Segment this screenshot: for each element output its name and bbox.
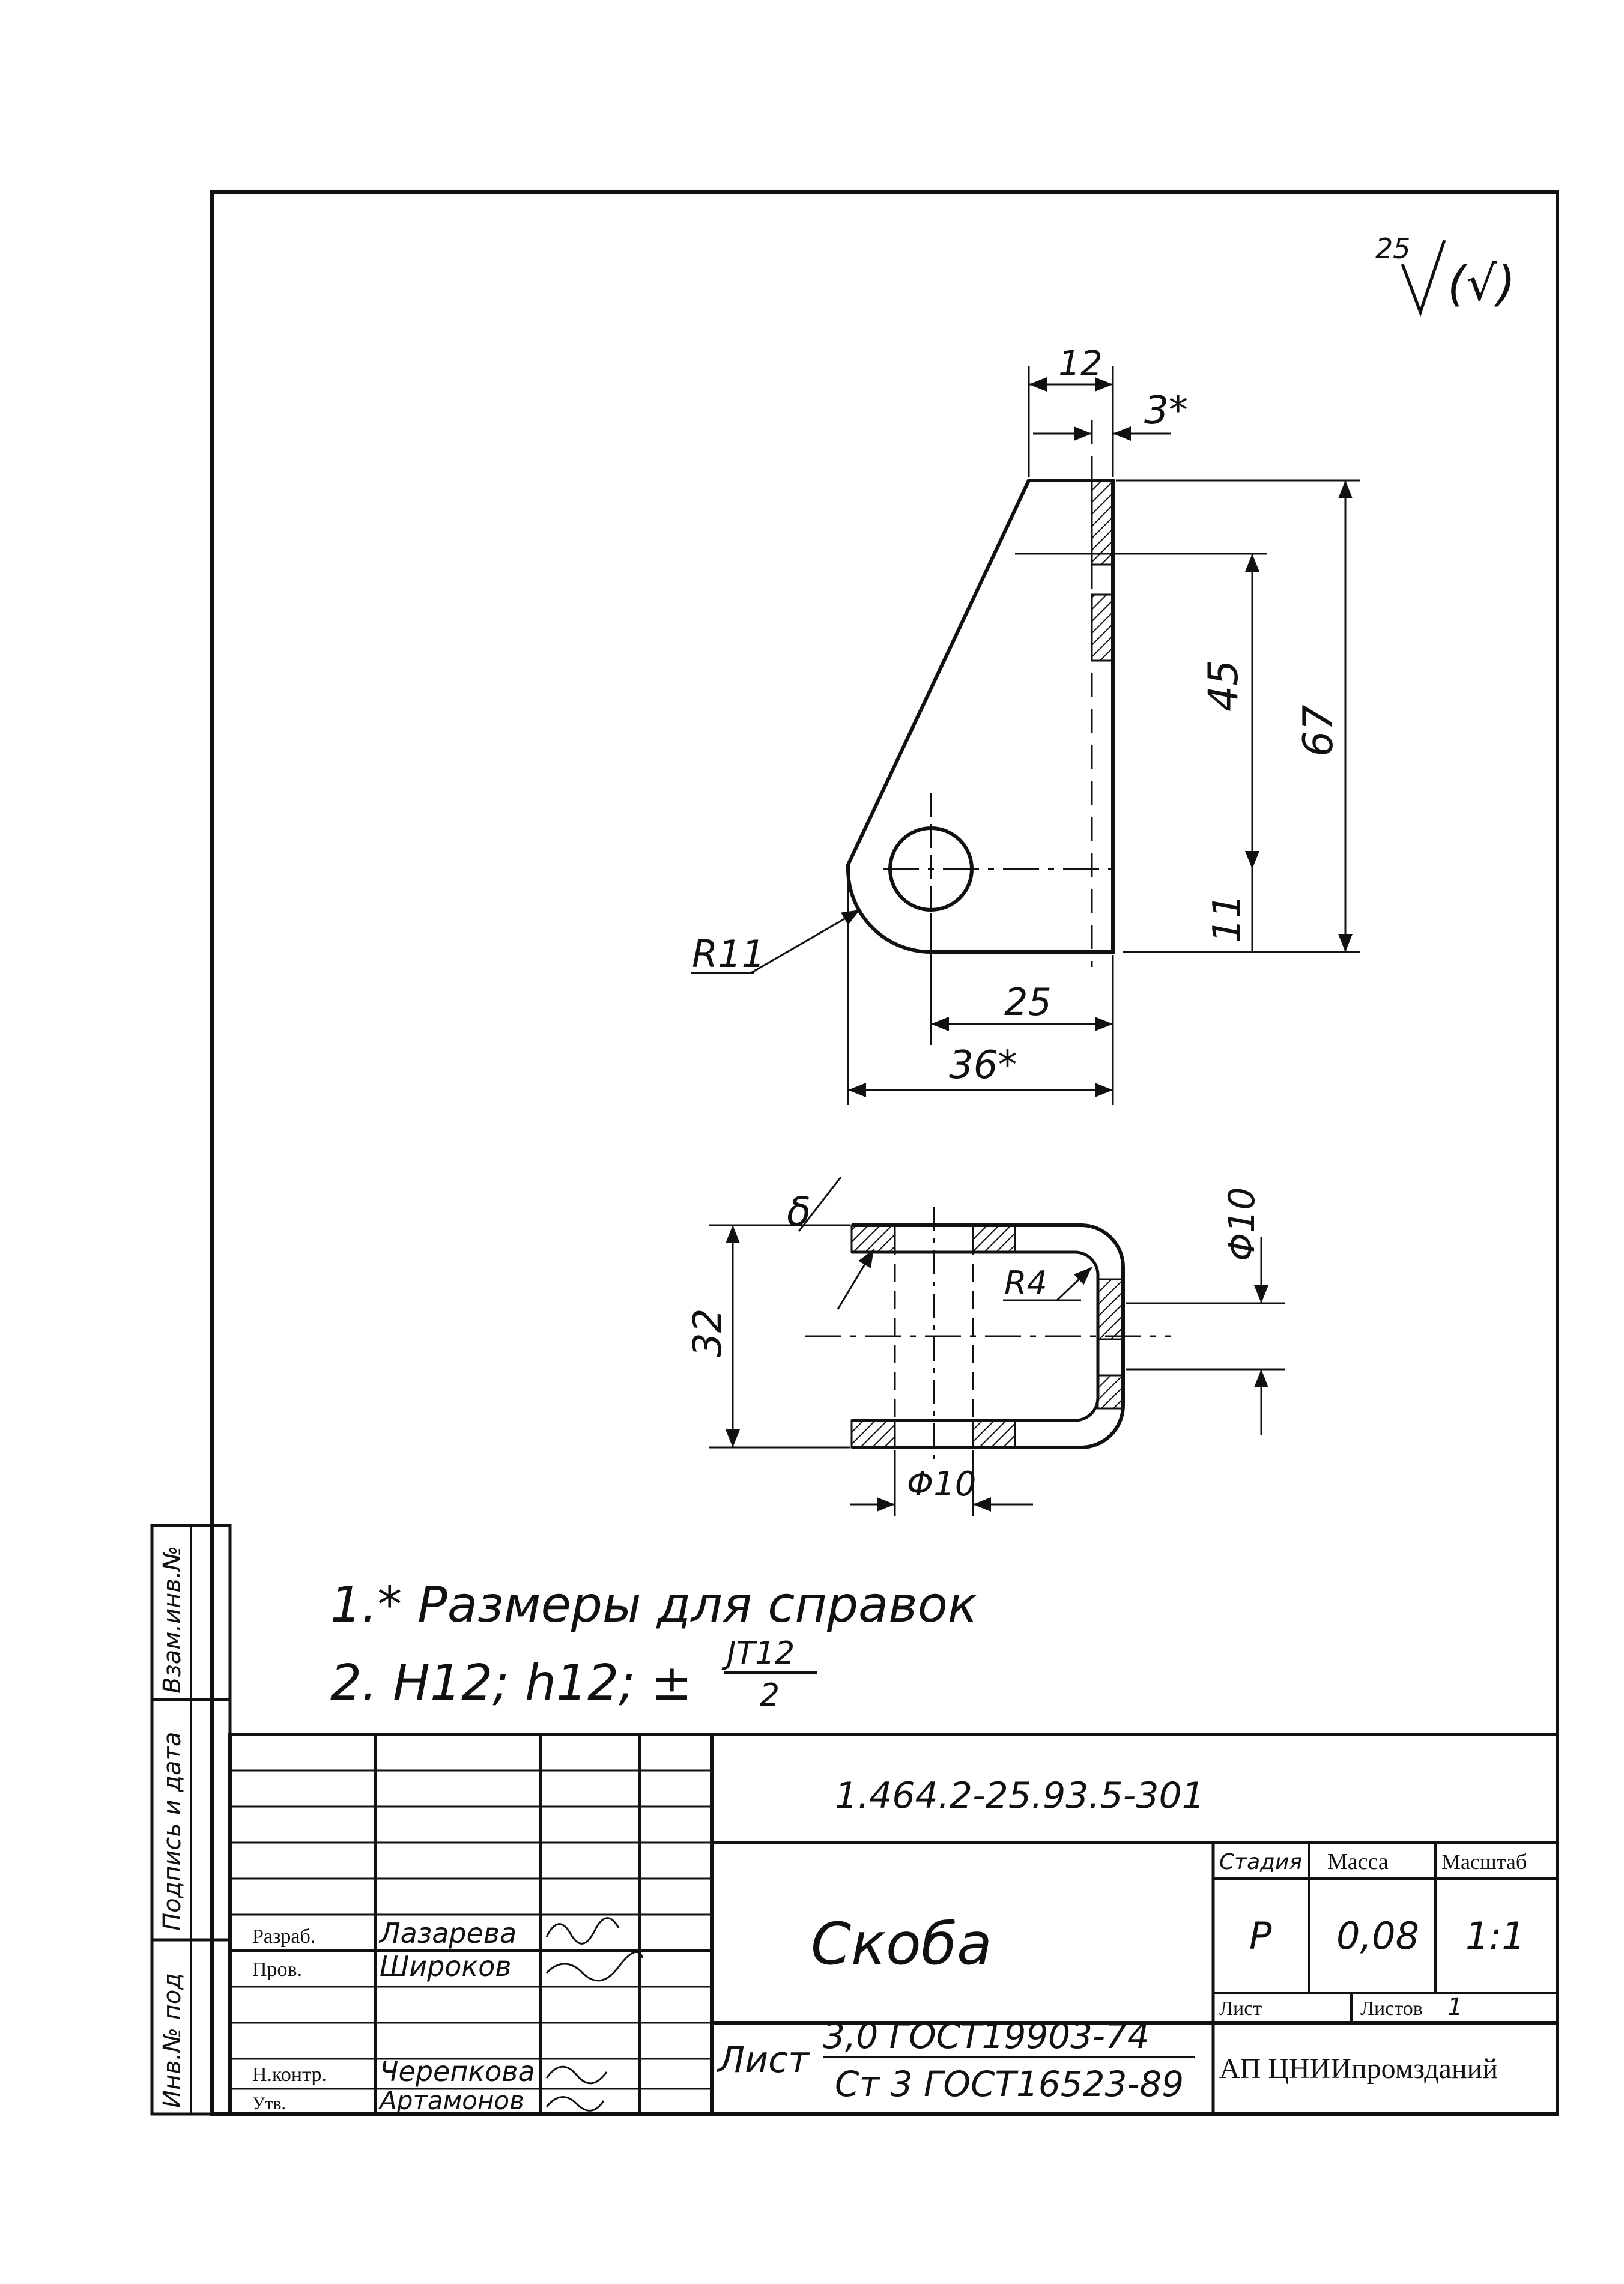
value-stage: Р bbox=[1249, 1914, 1272, 1958]
roughness-value: 25 bbox=[1375, 232, 1411, 265]
title-block: Разраб. Лазарева Пров. Широков Н.контр. … bbox=[228, 1733, 1559, 2116]
dim-11: 11 bbox=[1205, 894, 1250, 943]
note-2-frac-den: 2 bbox=[760, 1677, 780, 1713]
material-prefix: Лист bbox=[717, 2039, 810, 2081]
material-line2: Ст 3 ГОСТ16523-89 bbox=[835, 2064, 1184, 2104]
sheet-label: Лист bbox=[1219, 1998, 1262, 2020]
sig-name-3: Черепкова bbox=[380, 2055, 535, 2088]
sig-name-4: Артамонов bbox=[378, 2086, 524, 2115]
side-stamp-cell3: Инв.№ под bbox=[159, 1973, 186, 2108]
roughness-symbol: 25 (√) bbox=[1375, 232, 1515, 317]
sig-role-3: Н.контр. bbox=[252, 2064, 327, 2086]
header-stage: Стадия bbox=[1219, 1850, 1302, 1874]
organization: АП ЦНИИпромзданий bbox=[1219, 2053, 1498, 2085]
material-line1: 3,0 ГОСТ19903-74 bbox=[823, 2016, 1150, 2056]
sig-role-4: Утв. bbox=[252, 2094, 286, 2113]
sig-role-1: Разраб. bbox=[252, 1925, 315, 1948]
notes: 1.* Размеры для справок 2. H12; h12; ± J… bbox=[330, 1577, 977, 1713]
value-scale: 1:1 bbox=[1465, 1914, 1526, 1958]
signature-mark-3 bbox=[545, 2065, 608, 2085]
dim-32: 32 bbox=[686, 1309, 730, 1357]
dim-36: 36* bbox=[949, 1043, 1017, 1088]
dim-r11: R11 bbox=[692, 932, 765, 976]
header-scale: Масштаб bbox=[1441, 1850, 1527, 1874]
dim-45: 45 bbox=[1200, 659, 1247, 712]
note-2: 2. H12; h12; ± bbox=[330, 1655, 692, 1712]
signature-mark-2 bbox=[545, 1951, 644, 1982]
main-view: 12 3* 67 45 11 R11 25 36* bbox=[691, 343, 1360, 1105]
side-stamp: Взам.инв.№ Подпись и дата Инв.№ под bbox=[150, 1524, 232, 2116]
designation: 1.464.2-25.93.5-301 bbox=[835, 1775, 1205, 1817]
note-2-frac-num: JT12 bbox=[721, 1635, 795, 1671]
dim-67: 67 bbox=[1295, 704, 1342, 757]
sig-name-1: Лазарева bbox=[378, 1917, 517, 1949]
section-view: 32 δ R4 Φ10 Φ10 bbox=[686, 1177, 1285, 1516]
sig-role-2: Пров. bbox=[252, 1958, 302, 1981]
side-stamp-cell1: Взам.инв.№ bbox=[159, 1546, 186, 1694]
roughness-note: (√) bbox=[1447, 256, 1515, 312]
signature-mark-4 bbox=[545, 2096, 605, 2112]
dim-12: 12 bbox=[1058, 343, 1103, 384]
side-stamp-cell2: Подпись и дата bbox=[159, 1732, 186, 1931]
signature-mark-1 bbox=[545, 1917, 620, 1945]
header-mass: Масса bbox=[1327, 1849, 1389, 1874]
part-name: Скоба bbox=[811, 1910, 992, 1978]
dim-25: 25 bbox=[1004, 980, 1052, 1024]
weld-mark: δ bbox=[787, 1189, 811, 1235]
dim-r4: R4 bbox=[1004, 1264, 1047, 1302]
sheets-label: Листов bbox=[1360, 1998, 1423, 2020]
bracket-outline bbox=[846, 479, 1115, 954]
dim-phi10-right: Φ10 bbox=[1221, 1187, 1263, 1261]
dim-3: 3* bbox=[1144, 389, 1188, 433]
sig-name-2: Широков bbox=[380, 1950, 511, 1983]
dim-phi10-bottom: Φ10 bbox=[907, 1465, 976, 1504]
sheets-value: 1 bbox=[1447, 1993, 1462, 2021]
note-1: 1.* Размеры для справок bbox=[330, 1577, 977, 1634]
value-mass: 0,08 bbox=[1336, 1914, 1419, 1958]
